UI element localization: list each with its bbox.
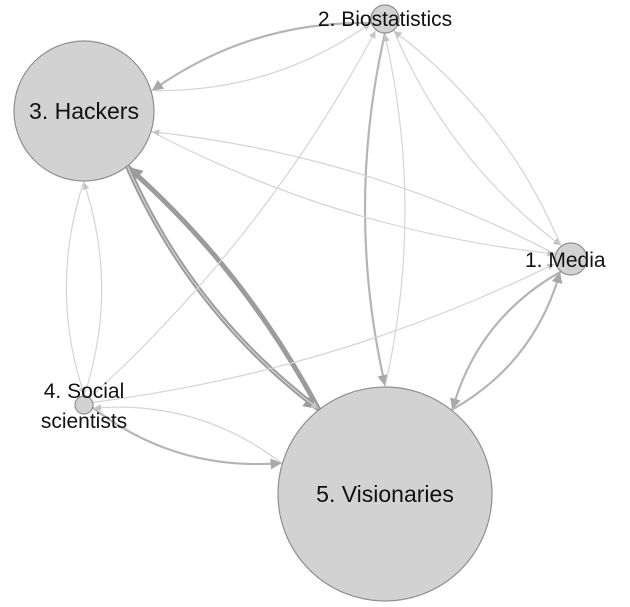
node-media-circle[interactable] — [554, 242, 588, 276]
node-visionaries-label: 5. Visionaries — [316, 481, 454, 507]
edge-media-to-hackers — [152, 129, 557, 255]
edge-social-scientists-to-hackers — [82, 182, 103, 397]
node-social-scientists[interactable]: 4. Social scientists — [41, 380, 127, 433]
node-hackers-circle[interactable] — [13, 40, 155, 182]
edge-biostatistics-to-visionaries — [363, 31, 389, 387]
node-media[interactable]: 1. Media — [525, 242, 606, 276]
node-hackers-label-line: 3. Hackers — [29, 98, 139, 124]
node-social-scientists-label-line: scientists — [41, 410, 127, 433]
edge-social-scientists-to-visionaries — [91, 406, 282, 470]
edge-visionaries-to-hackers — [126, 165, 322, 413]
edge-visionaries-to-social-scientists — [93, 404, 283, 465]
node-social-scientists-circle[interactable] — [74, 395, 94, 415]
node-media-label: 1. Media — [525, 249, 606, 272]
node-biostatistics-label-line: 2. Biostatistics — [318, 8, 452, 31]
node-hackers[interactable]: 3. Hackers — [13, 40, 155, 182]
edge-biostatistics-to-hackers — [151, 21, 373, 92]
node-biostatistics[interactable]: 2. Biostatistics — [318, 4, 452, 34]
edge-hackers-to-visionaries — [124, 163, 321, 411]
node-visionaries-circle[interactable] — [277, 386, 493, 602]
edge-hackers-to-media — [150, 130, 555, 257]
edges — [65, 21, 563, 470]
edge-hackers-to-social-scientists — [65, 180, 86, 395]
edge-social-scientists-to-biostatistics — [88, 30, 376, 399]
edge-visionaries-to-media — [450, 272, 563, 412]
node-visionaries-label-line: 5. Visionaries — [316, 481, 454, 507]
node-social-scientists-label-line: 4. Social — [44, 380, 125, 403]
edge-media-to-biostatistics — [394, 31, 562, 247]
node-biostatistics-circle[interactable] — [370, 4, 400, 34]
edge-media-to-visionaries — [450, 270, 563, 410]
edge-visionaries-to-biostatistics — [382, 34, 406, 388]
edge-hackers-to-biostatistics — [150, 23, 371, 92]
node-hackers-label: 3. Hackers — [29, 98, 139, 124]
node-social-scientists-label: 4. Social scientists — [41, 380, 127, 433]
edge-biostatistics-to-media — [393, 29, 561, 246]
node-media-label-line: 1. Media — [525, 249, 606, 272]
node-visionaries[interactable]: 5. Visionaries — [277, 386, 493, 602]
edge-hackers-to-visionaries — [126, 165, 319, 409]
edge-social-scientists-to-media — [92, 263, 555, 403]
node-biostatistics-label: 2. Biostatistics — [318, 8, 452, 31]
nodes: 1. Media 2. Biostatistics 3. Hackers 4. Soc… — [13, 4, 606, 602]
